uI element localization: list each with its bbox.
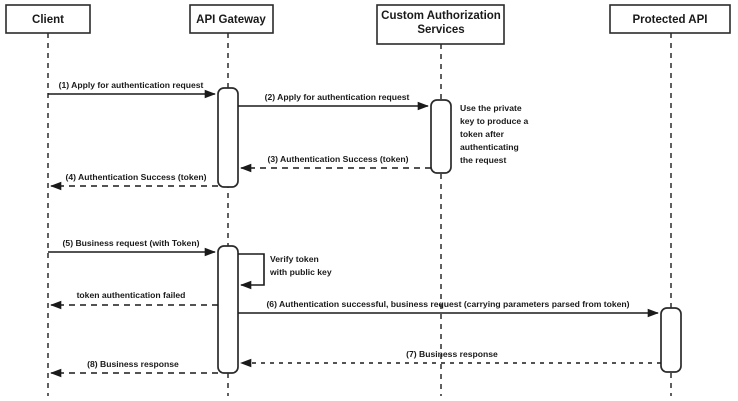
message-self-verify-token-label-line2: with public key <box>269 267 332 277</box>
activation-gateway-business-phase <box>217 245 239 374</box>
message-2-label: (2) Apply for authentication request <box>265 92 410 102</box>
participant-label-client: Client <box>32 14 64 26</box>
message-3[interactable]: (3) Authentication Success (token) <box>240 154 431 173</box>
message-6-label: (6) Authentication successful, business … <box>266 299 629 309</box>
message-7-label: (7) Business response <box>406 349 498 359</box>
note-private-key: Use the private key to produce a token a… <box>460 103 529 165</box>
activation-bars <box>217 87 682 374</box>
message-4-label: (4) Authentication Success (token) <box>65 172 206 182</box>
message-4[interactable]: (4) Authentication Success (token) <box>50 172 218 191</box>
message-2[interactable]: (2) Apply for authentication request <box>238 92 429 111</box>
participant-protected[interactable]: Protected API <box>609 4 731 34</box>
message-1[interactable]: (1) Apply for authentication request <box>48 80 216 99</box>
note-line-2: key to produce a <box>460 116 529 126</box>
participant-label-auth-line2: Services <box>417 24 464 36</box>
message-8-label: (8) Business response <box>87 359 179 369</box>
note-line-1: Use the private <box>460 103 522 113</box>
note-line-3: token after <box>460 129 505 139</box>
activation-protected-api <box>660 307 682 373</box>
message-7[interactable]: (7) Business response <box>240 349 661 368</box>
message-5-label: (5) Business request (with Token) <box>63 238 200 248</box>
message-5[interactable]: (5) Business request (with Token) <box>48 238 216 257</box>
message-3-label: (3) Authentication Success (token) <box>267 154 408 164</box>
message-token-auth-failed[interactable]: token authentication failed <box>50 290 218 310</box>
participant-box-auth[interactable] <box>376 4 505 45</box>
message-1-label: (1) Apply for authentication request <box>59 80 204 90</box>
note-line-5: the request <box>460 155 506 165</box>
participant-label-gateway: API Gateway <box>196 14 266 26</box>
activation-gateway-auth-phase <box>217 87 239 188</box>
message-token-auth-failed-label: token authentication failed <box>77 290 186 300</box>
message-8[interactable]: (8) Business response <box>50 359 218 378</box>
note-line-4: authenticating <box>460 142 519 152</box>
message-self-verify-token-label-line1: Verify token <box>270 254 319 264</box>
participant-box-client[interactable] <box>5 4 91 34</box>
participant-client[interactable]: Client <box>5 4 91 34</box>
message-self-verify-token-arrow[interactable] <box>238 253 265 290</box>
participant-box-gateway[interactable] <box>189 4 274 34</box>
activation-auth-service <box>430 99 452 174</box>
participant-box-protected[interactable] <box>609 4 731 34</box>
message-self-verify-token[interactable]: Verify token with public key <box>238 253 332 290</box>
message-6[interactable]: (6) Authentication successful, business … <box>238 299 659 318</box>
participant-auth[interactable]: Custom Authorization Services <box>376 4 505 45</box>
participant-label-protected: Protected API <box>633 14 708 26</box>
participant-label-auth-line1: Custom Authorization <box>381 10 501 22</box>
participant-gateway[interactable]: API Gateway <box>189 4 274 34</box>
